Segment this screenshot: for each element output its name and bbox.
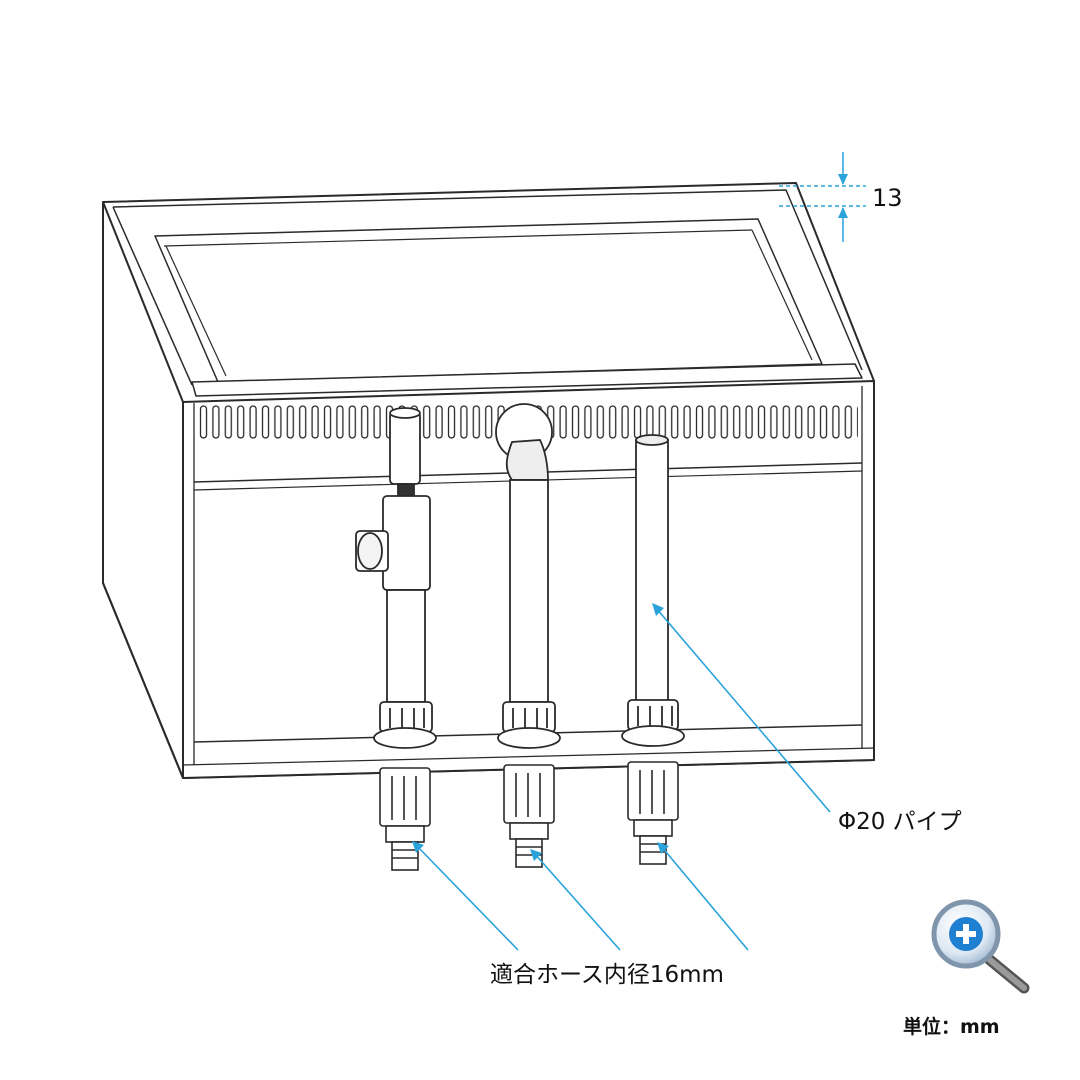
hose-leader-middle <box>533 852 621 951</box>
fitting-tee <box>355 407 437 749</box>
tank-inner-rim <box>112 189 863 371</box>
pipe-leader <box>655 607 831 813</box>
callout-leaders <box>412 603 831 951</box>
tank <box>102 182 875 779</box>
tank-opening <box>154 218 823 383</box>
tank-left-side <box>102 202 184 779</box>
fitting-elbow <box>495 403 561 749</box>
hose-leader-right <box>660 845 749 951</box>
zoom-in-icon[interactable] <box>928 898 1038 998</box>
pipe-label: Φ20 パイプ <box>838 809 962 835</box>
hose-barb-right <box>627 761 679 865</box>
hose-barb-middle <box>503 764 555 868</box>
fitting-straight-pipe <box>621 434 685 747</box>
hose-barbs <box>379 761 679 871</box>
hose-barb-left <box>379 767 431 871</box>
rim-dimension <box>779 152 866 242</box>
hose-leader-left <box>415 844 519 951</box>
dimension-value: 13 <box>872 184 903 212</box>
tank-front-ledge <box>191 363 863 397</box>
unit-label: 単位：mm <box>903 1016 1000 1038</box>
hose-label: 適合ホース内径16mm <box>490 962 724 988</box>
